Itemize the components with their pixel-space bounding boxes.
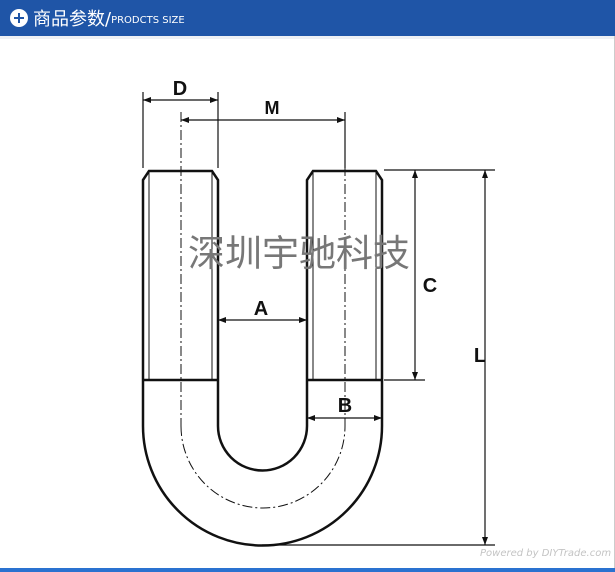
bottom-bar <box>0 568 615 572</box>
label-c: C <box>423 275 437 297</box>
label-d: D <box>173 78 187 100</box>
section-header: 商品参数/ PRODCTS SIZE <box>0 0 615 36</box>
label-l: L <box>474 345 486 367</box>
watermark: 深圳宇驰科技 <box>188 232 410 275</box>
arrowheads <box>143 97 488 545</box>
powered-by: Powered by DIYTrade.com <box>480 548 612 559</box>
divider <box>0 36 615 39</box>
label-m: M <box>265 98 280 118</box>
plus-circle-icon <box>10 9 28 27</box>
label-b: B <box>338 395 352 417</box>
centerlines <box>180 112 346 509</box>
label-a: A <box>254 298 268 320</box>
u-bolt-outline <box>141 169 384 547</box>
dimension-lines <box>142 92 495 546</box>
section-subtitle: PRODCTS SIZE <box>111 14 185 26</box>
section-title: 商品参数/ <box>33 9 112 30</box>
